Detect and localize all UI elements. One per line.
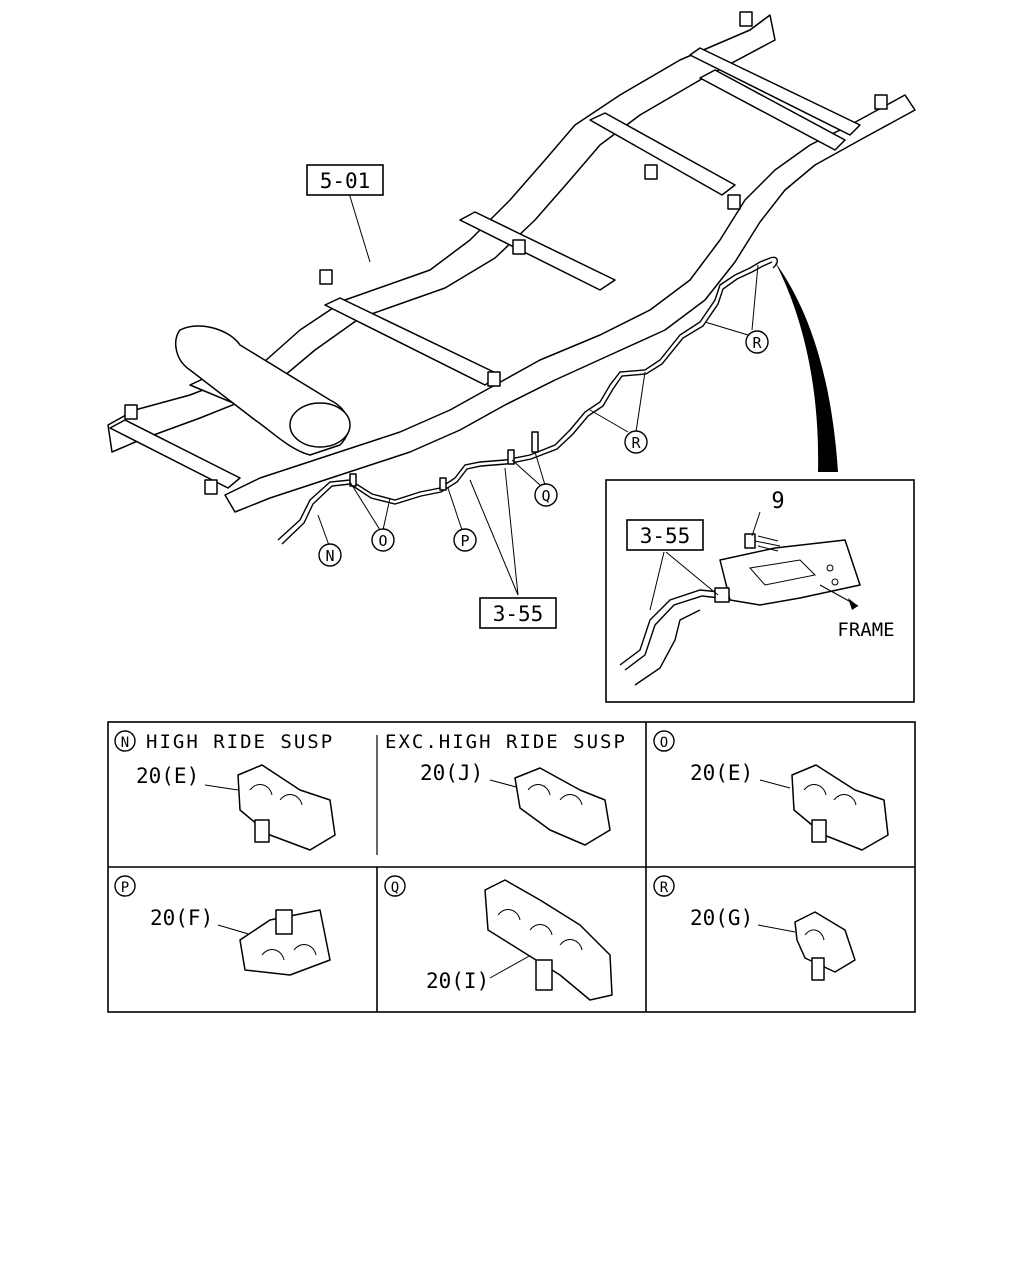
- brake-pipe: [277, 256, 778, 545]
- svg-text:Q: Q: [391, 880, 399, 896]
- callout-r-lower: R: [624, 430, 648, 454]
- callout-p: P: [453, 528, 477, 552]
- clip-cell-q: Q 20(I): [384, 875, 613, 1001]
- clip-20e-o-icon: [791, 764, 889, 851]
- frame-ref-box: 5-01: [306, 164, 384, 196]
- svg-text:R: R: [660, 880, 669, 896]
- detail-view: 3-55 9 FRAME: [605, 479, 915, 703]
- svg-text:P: P: [121, 880, 129, 896]
- heading-high-ride: HIGH RIDE SUSP: [146, 731, 334, 753]
- pipe-ref-text: 3-55: [493, 602, 544, 626]
- svg-text:P: P: [460, 532, 469, 550]
- clip-cell-o: O 20(E): [653, 730, 889, 851]
- heading-exc-high-ride: EXC.HIGH RIDE SUSP: [385, 731, 627, 753]
- svg-text:N: N: [325, 547, 334, 565]
- frame-label: FRAME: [837, 619, 894, 641]
- clip-table: [107, 721, 916, 1013]
- clip-20i-icon: [484, 879, 613, 1001]
- part-label-g: 20(G): [690, 906, 753, 930]
- callout-r-upper: R: [745, 330, 769, 354]
- clip-cell-p: P 20(F): [114, 875, 331, 976]
- clip-20j-icon: [514, 767, 611, 846]
- svg-text:Q: Q: [541, 487, 550, 505]
- clip-20f-icon: [239, 909, 331, 976]
- svg-text:R: R: [752, 334, 762, 352]
- part-label-o: 20(E): [690, 761, 753, 785]
- chassis-frame: [107, 11, 916, 513]
- clip-cell-exc: EXC.HIGH RIDE SUSP 20(J): [385, 731, 627, 846]
- svg-text:N: N: [121, 735, 129, 751]
- detail-pipe-ref: 3-55: [640, 524, 691, 548]
- callout-q: Q: [534, 483, 558, 507]
- callout-n: N: [318, 543, 342, 567]
- clip-cell-r: R 20(G): [653, 875, 856, 981]
- part-label-f: 20(F): [150, 906, 213, 930]
- svg-text:O: O: [378, 532, 387, 550]
- frame-ref-text: 5-01: [320, 169, 371, 193]
- clip-20g-icon: [794, 911, 856, 981]
- callout-o: O: [371, 528, 395, 552]
- clip-20e-icon: [237, 764, 336, 851]
- bolt-ref: 9: [771, 489, 784, 514]
- part-label-n: 20(E): [136, 764, 199, 788]
- clip-cell-n: N HIGH RIDE SUSP 20(E): [114, 730, 336, 851]
- detail-pointer: [775, 262, 838, 472]
- pipe-ref-box: 3-55: [479, 597, 557, 629]
- svg-text:O: O: [660, 735, 668, 751]
- main-leader-lines: [317, 179, 759, 596]
- part-label-j: 20(J): [420, 761, 483, 785]
- part-label-i: 20(I): [426, 969, 489, 993]
- svg-text:R: R: [631, 434, 641, 452]
